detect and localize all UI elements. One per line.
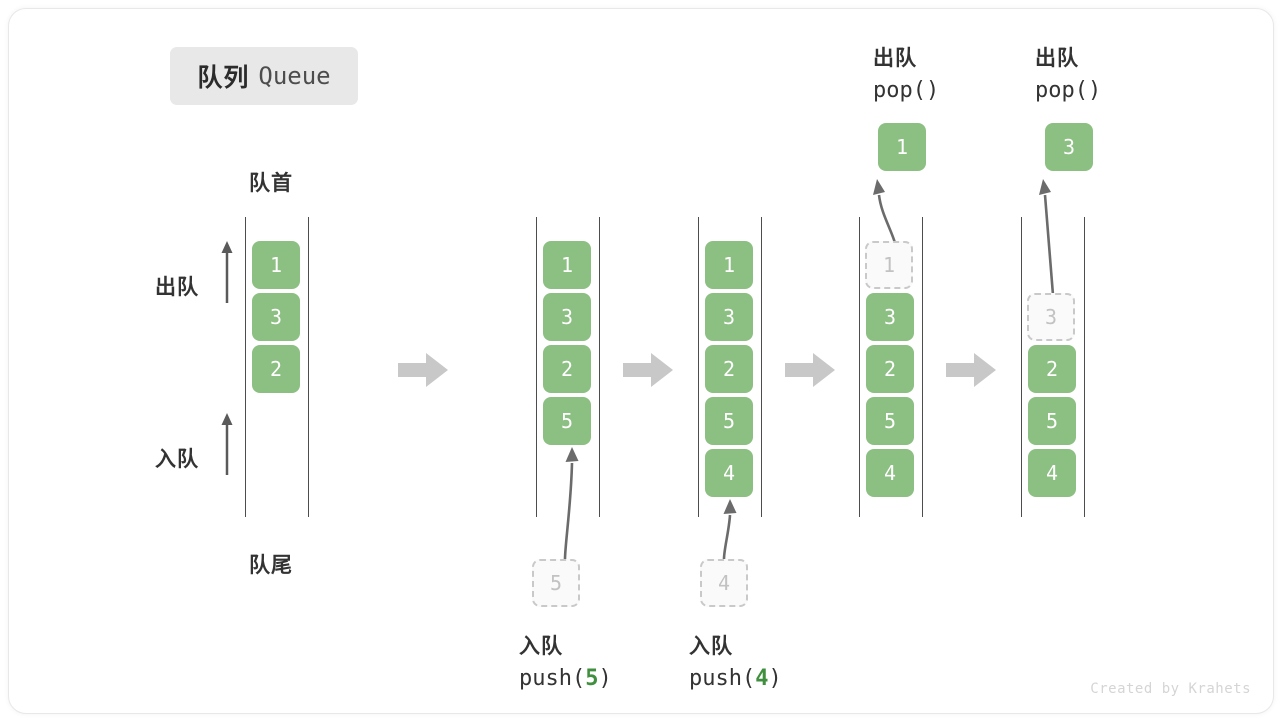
dequeue-direction-arrow-icon — [219, 241, 235, 303]
title-cn: 队列 — [197, 64, 250, 92]
enqueue-direction-label: 入队 — [155, 448, 199, 471]
queue-cell-ghost: 3 — [1027, 293, 1075, 341]
push-arrow-icon — [712, 497, 752, 560]
queue-cell: 1 — [705, 241, 753, 289]
popped-cell: 1 — [878, 123, 926, 171]
queue-rail-right-4 — [1084, 217, 1085, 517]
queue-cell: 3 — [705, 293, 753, 341]
operation-code-suffix: ) — [768, 666, 782, 691]
queue-cell: 2 — [1028, 345, 1076, 393]
queue-rail-left-3 — [859, 217, 860, 517]
queue-cell: 4 — [866, 449, 914, 497]
push-arrow-icon — [549, 445, 589, 560]
title-badge: 队列 Queue — [170, 47, 358, 105]
queue-cell: 3 — [252, 293, 300, 341]
queue-rail-right-1 — [599, 217, 600, 517]
queue-cell-ghost: 1 — [865, 241, 913, 289]
incoming-ghost-cell: 4 — [700, 559, 748, 607]
step-arrow-icon — [623, 353, 673, 387]
title-en: Queue — [258, 62, 331, 90]
operation-label-cn: 出队 — [1035, 47, 1079, 70]
queue-cell: 1 — [543, 241, 591, 289]
queue-rail-right-2 — [761, 217, 762, 517]
operation-code-value: 5 — [585, 666, 599, 691]
operation-code: push(5) — [519, 666, 612, 691]
queue-rail-left-0 — [245, 217, 246, 517]
queue-cell: 2 — [705, 345, 753, 393]
step-arrow-icon — [398, 353, 448, 387]
queue-rear-label: 队尾 — [249, 554, 293, 577]
queue-cell: 5 — [705, 397, 753, 445]
queue-cell: 1 — [252, 241, 300, 289]
diagram-canvas: 队列 Queue 队首 队尾 出队 入队 1 3 2 1 3 — [8, 8, 1274, 714]
operation-label-cn: 出队 — [873, 47, 917, 70]
queue-rail-left-1 — [536, 217, 537, 517]
pop-arrow-icon — [871, 177, 911, 244]
queue-cell: 4 — [705, 449, 753, 497]
queue-cell: 2 — [252, 345, 300, 393]
queue-cell: 3 — [866, 293, 914, 341]
operation-code-suffix: ) — [598, 666, 612, 691]
step-arrow-icon — [946, 353, 996, 387]
queue-cell: 4 — [1028, 449, 1076, 497]
operation-code: push(4) — [689, 666, 782, 691]
queue-cell: 5 — [866, 397, 914, 445]
credit-text: Created by Krahets — [1090, 681, 1251, 697]
queue-rail-right-3 — [922, 217, 923, 517]
incoming-ghost-cell: 5 — [532, 559, 580, 607]
queue-front-label: 队首 — [249, 172, 293, 195]
queue-rail-left-4 — [1021, 217, 1022, 517]
queue-rail-left-2 — [698, 217, 699, 517]
operation-label-cn: 入队 — [519, 635, 563, 658]
queue-rail-right-0 — [308, 217, 309, 517]
step-arrow-icon — [785, 353, 835, 387]
queue-cell: 3 — [543, 293, 591, 341]
queue-cell: 5 — [543, 397, 591, 445]
operation-code: pop() — [1035, 78, 1102, 103]
popped-cell: 3 — [1045, 123, 1093, 171]
operation-label-cn: 入队 — [689, 635, 733, 658]
dequeue-direction-label: 出队 — [155, 276, 199, 299]
queue-cell: 2 — [866, 345, 914, 393]
operation-code-prefix: push( — [689, 666, 756, 691]
pop-arrow-icon — [1031, 177, 1077, 296]
queue-cell: 2 — [543, 345, 591, 393]
operation-code-prefix: push( — [519, 666, 586, 691]
queue-cell: 5 — [1028, 397, 1076, 445]
operation-code-value: 4 — [755, 666, 769, 691]
operation-code: pop() — [873, 78, 940, 103]
enqueue-direction-arrow-icon — [219, 413, 235, 475]
